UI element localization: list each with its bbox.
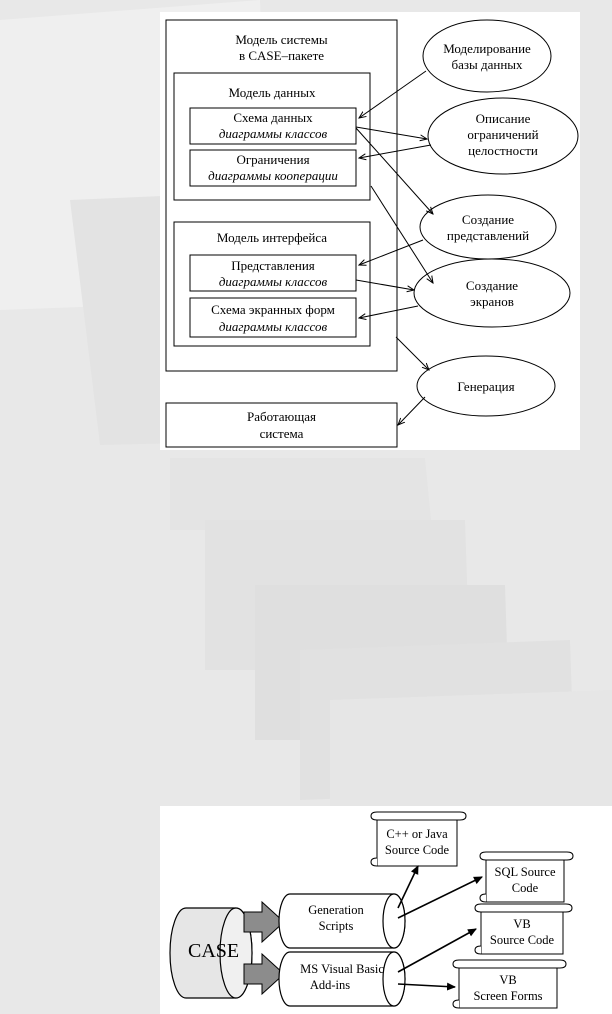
scroll-vb-source xyxy=(474,903,573,955)
block-arrow-top xyxy=(243,900,285,944)
generation-scripts-cylinder xyxy=(278,893,406,949)
process-db-modeling xyxy=(422,19,552,93)
output-vb-source-line1: VB xyxy=(513,917,531,931)
working-system-box xyxy=(165,402,398,448)
schema-sub: диаграммы классов xyxy=(218,126,328,141)
data-model-title: Модель данных xyxy=(228,85,316,100)
process-constraints-line3: целостности xyxy=(468,143,538,158)
process-screens-line1: Создание xyxy=(465,278,519,293)
working-system-line1: Работающая xyxy=(246,409,317,424)
process-constraints-line1: Описание xyxy=(475,111,531,126)
case-label: CASE xyxy=(188,940,240,962)
views-sub: диаграммы классов xyxy=(218,274,328,289)
generation-scripts-line1: Generation xyxy=(308,903,364,917)
vb-addins-line1: MS Visual Basic xyxy=(300,962,384,976)
output-vb-forms-line2: Screen Forms xyxy=(473,989,543,1003)
scroll-vb-forms xyxy=(452,959,567,1009)
schema-name: Схема данных xyxy=(233,110,313,125)
output-vb-forms-line1: VB xyxy=(499,973,517,987)
interface-model-title: Модель интерфейса xyxy=(216,230,328,245)
block-arrow-bottom xyxy=(243,952,285,996)
output-vb-source-line2: Source Code xyxy=(489,933,555,947)
vb-addins-cylinder xyxy=(278,951,406,1007)
constraints-box xyxy=(189,149,357,187)
process-db-modeling-line1: Моделирование xyxy=(443,41,531,56)
process-constraints-line2: ограничений xyxy=(467,127,539,142)
system-title-line1: Модель системы xyxy=(235,32,328,47)
process-screens-line2: экранов xyxy=(470,294,514,309)
scroll-sql xyxy=(479,851,574,903)
case-cylinder xyxy=(169,907,253,999)
process-views-line1: Создание xyxy=(461,212,515,227)
scroll-cpp xyxy=(370,811,467,867)
generation-scripts-line2: Scripts xyxy=(318,919,354,933)
constraints-name: Ограничения xyxy=(236,152,310,167)
process-views-line2: представлений xyxy=(446,228,530,243)
process-generation-line1: Генерация xyxy=(457,379,515,394)
process-generation xyxy=(416,355,556,417)
constraints-sub: диаграммы кооперации xyxy=(208,168,338,183)
views-name: Представления xyxy=(231,258,315,273)
system-title-line2: в CASE–пакете xyxy=(238,48,325,63)
forms-name: Схема экранных форм xyxy=(211,302,335,317)
output-sql-line1: SQL Source xyxy=(494,865,556,879)
working-system-line2: система xyxy=(259,426,304,441)
output-sql-line2: Code xyxy=(511,881,539,895)
views-box xyxy=(189,254,357,292)
process-screens xyxy=(413,258,571,328)
output-cpp-line2: Source Code xyxy=(384,843,450,857)
process-db-modeling-line2: базы данных xyxy=(451,57,523,72)
output-cpp-line1: C++ or Java xyxy=(386,827,448,841)
schema-box xyxy=(189,107,357,145)
vb-addins-line2: Add-ins xyxy=(309,978,351,992)
forms-sub: диаграммы классов xyxy=(218,319,328,334)
forms-box xyxy=(189,297,357,338)
